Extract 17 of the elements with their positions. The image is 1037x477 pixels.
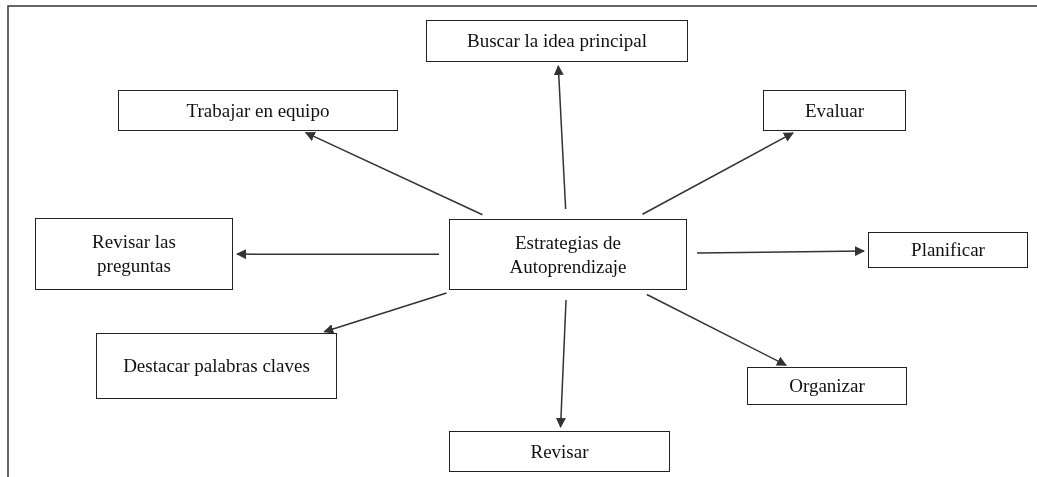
strategy-box: Planificar	[868, 232, 1028, 268]
strategy-box: Trabajar en equipo	[118, 90, 398, 131]
strategy-box: Destacar palabras claves	[96, 333, 337, 399]
arrow	[304, 131, 484, 216]
arrow	[553, 65, 567, 210]
arrow	[236, 249, 440, 260]
arrow	[323, 292, 448, 334]
arrow	[641, 132, 794, 215]
strategy-box: Organizar	[747, 367, 907, 405]
central-box: Estrategias de Autoprendizaje	[449, 219, 687, 290]
strategy-box: Evaluar	[763, 90, 906, 131]
strategy-box: Buscar la idea principal	[426, 20, 688, 62]
arrow	[646, 293, 787, 366]
arrow	[696, 246, 865, 257]
strategy-box: Revisar las preguntas	[35, 218, 233, 290]
arrow	[555, 299, 567, 428]
strategy-box: Revisar	[449, 431, 670, 472]
